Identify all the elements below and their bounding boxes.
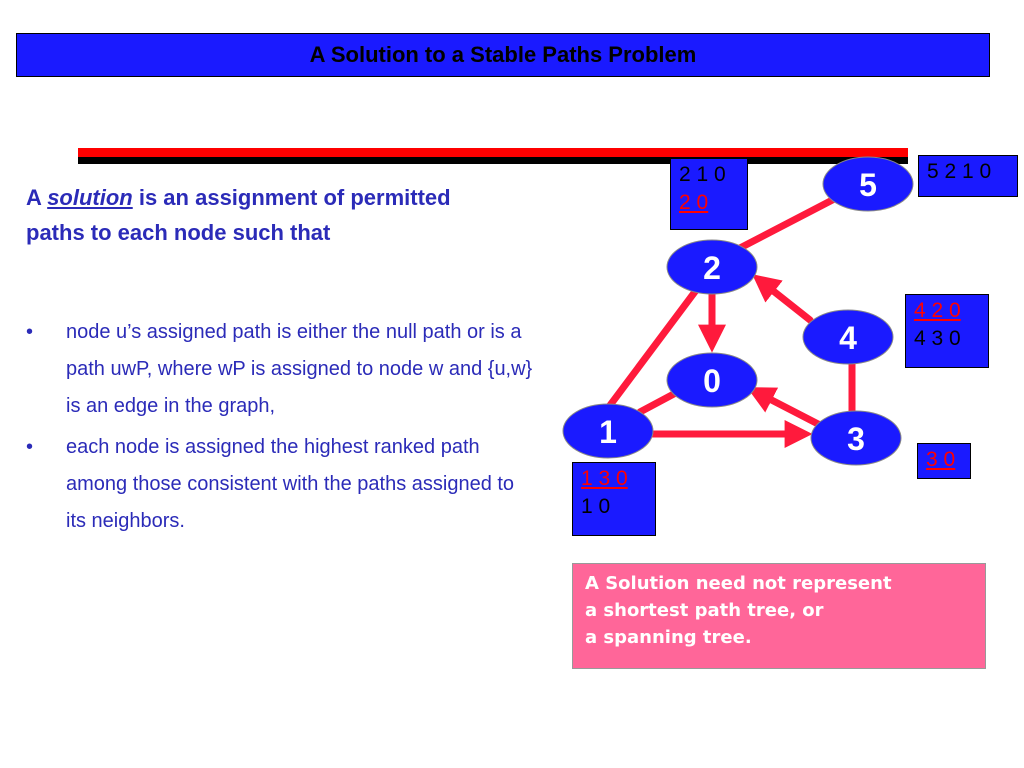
node-1 bbox=[562, 403, 654, 459]
node-5 bbox=[822, 156, 914, 212]
path-entry: 4 3 0 bbox=[914, 327, 961, 350]
paths-node-2: 2 1 0 2 0 bbox=[670, 158, 748, 230]
arrow-3-0 bbox=[746, 387, 824, 429]
bullet-icon: • bbox=[26, 436, 34, 458]
heading-emphasis: solution bbox=[47, 185, 133, 210]
node-4-label: 4 bbox=[839, 320, 857, 356]
node-0-label: 0 bbox=[703, 363, 721, 399]
paths-node-1: 1 3 0 1 0 bbox=[572, 462, 656, 536]
node-3-label: 3 bbox=[847, 421, 865, 457]
heading-rest: is an assignment of permitted paths to e… bbox=[26, 185, 451, 245]
node-0 bbox=[666, 352, 758, 408]
path-entry: 2 1 0 bbox=[679, 163, 726, 186]
path-entry-selected: 4 2 0 bbox=[914, 299, 961, 322]
bullet-text: each node is assigned the highest ranked… bbox=[66, 436, 515, 532]
path-entry-selected: 3 0 bbox=[926, 448, 956, 471]
heading-prefix: A bbox=[26, 185, 48, 210]
black-rule bbox=[78, 157, 908, 164]
list-item: • node u’s assigned path is either the n… bbox=[26, 314, 536, 425]
title-bar: A Solution to a Stable Paths Problem bbox=[16, 33, 990, 77]
node-2 bbox=[666, 239, 758, 295]
path-entry-selected: 1 3 0 bbox=[581, 467, 628, 490]
bullet-icon: • bbox=[26, 321, 34, 343]
condition-list: • node u’s assigned path is either the n… bbox=[26, 314, 536, 544]
paths-node-4: 4 2 0 4 3 0 bbox=[905, 294, 989, 368]
edge-1-2 bbox=[604, 281, 704, 412]
node-5-label: 5 bbox=[859, 167, 877, 203]
solution-definition: A solution is an assignment of permitted… bbox=[26, 180, 456, 250]
path-entry: 5 2 1 0 bbox=[927, 160, 992, 183]
node-1-label: 1 bbox=[599, 414, 617, 450]
path-entry: 1 0 bbox=[581, 495, 611, 518]
node-3 bbox=[810, 410, 902, 466]
note-line: a spanning tree. bbox=[585, 627, 752, 648]
path-entry-selected: 2 0 bbox=[679, 191, 709, 214]
edge-2-5 bbox=[736, 191, 846, 252]
list-item: • each node is assigned the highest rank… bbox=[26, 429, 536, 540]
page-title: A Solution to a Stable Paths Problem bbox=[309, 42, 697, 67]
paths-node-3: 3 0 bbox=[917, 443, 971, 479]
node-2-label: 2 bbox=[703, 250, 721, 286]
paths-node-5: 5 2 1 0 bbox=[918, 155, 1018, 197]
red-rule bbox=[78, 148, 908, 157]
solution-note: A Solution need not represent a shortest… bbox=[572, 563, 986, 669]
node-4 bbox=[802, 309, 894, 365]
bullet-text: node u’s assigned path is either the nul… bbox=[66, 321, 533, 417]
note-line: a shortest path tree, or bbox=[585, 600, 824, 621]
arrow-4-2 bbox=[752, 274, 814, 324]
note-line: A Solution need not represent bbox=[585, 573, 892, 594]
